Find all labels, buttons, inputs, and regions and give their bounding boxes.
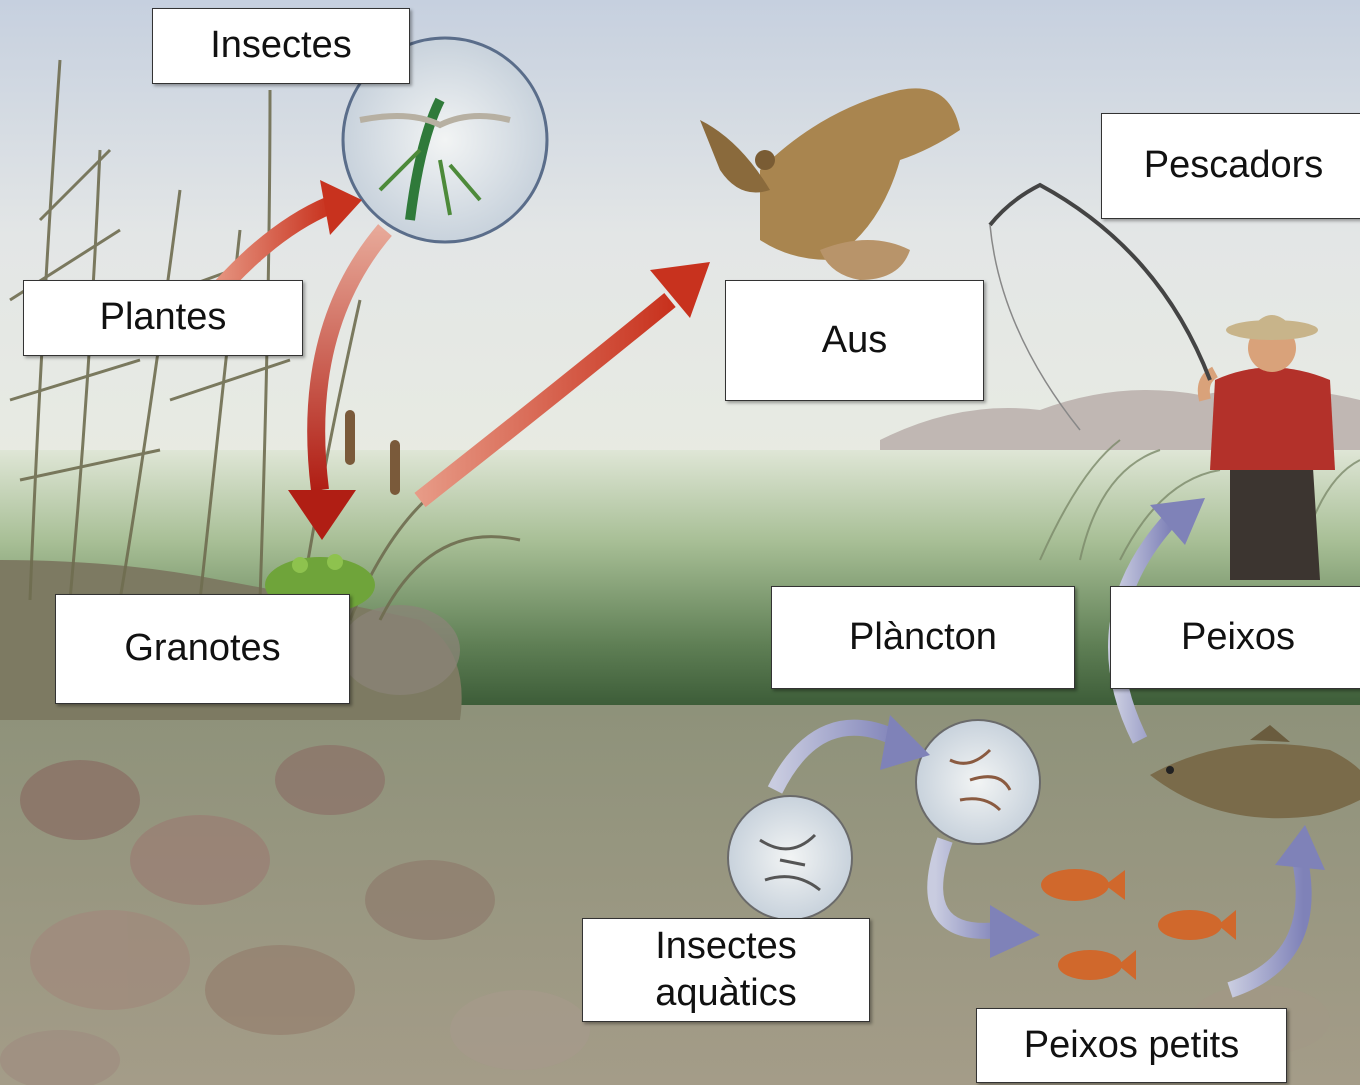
label-peixos-petits: Peixos petits	[976, 1008, 1287, 1083]
label-insectes: Insectes	[152, 8, 410, 84]
label-plantes: Plantes	[23, 280, 303, 356]
aquatic-insects-bubble	[728, 796, 852, 920]
label-granotes: Granotes	[55, 594, 350, 704]
plankton-bubble	[916, 720, 1040, 844]
label-aus: Aus	[725, 280, 984, 401]
label-pescadors: Pescadors	[1101, 113, 1360, 219]
label-insectes-aquatics: Insectes aquàtics	[582, 918, 870, 1022]
label-plancton: Plàncton	[771, 586, 1075, 689]
label-peixos: Peixos	[1110, 586, 1360, 689]
